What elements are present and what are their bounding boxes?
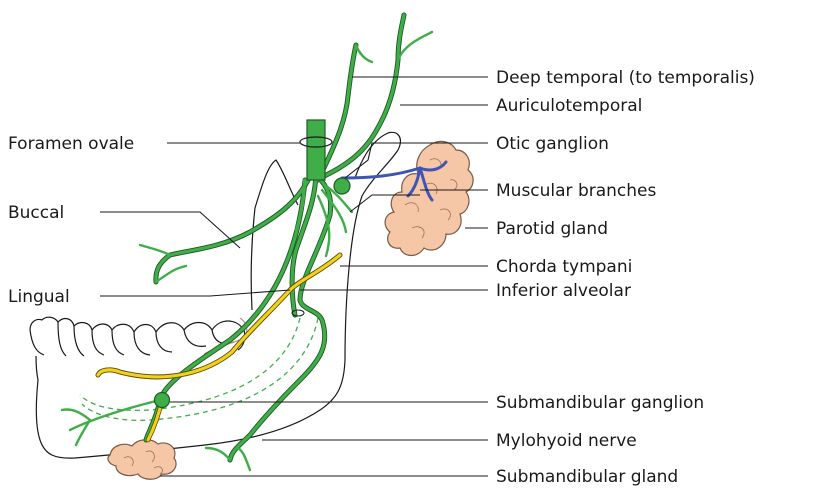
parotid-gland — [385, 141, 473, 255]
label-muscular-branches: Muscular branches — [496, 181, 657, 201]
label-submandibular-ganglion: Submandibular ganglion — [496, 393, 704, 413]
label-submandibular-gland: Submandibular gland — [496, 467, 678, 487]
label-auriculotemporal: Auriculotemporal — [496, 96, 642, 116]
label-parotid-gland: Parotid gland — [496, 219, 608, 239]
label-foramen-ovale: Foramen ovale — [8, 134, 134, 154]
labels: Foramen ovale Buccal Lingual Deep tempor… — [8, 68, 755, 487]
otic-ganglion-node — [334, 178, 350, 194]
label-mylohyoid-nerve: Mylohyoid nerve — [496, 431, 637, 451]
label-inferior-alveolar: Inferior alveolar — [496, 281, 631, 301]
label-deep-temporal: Deep temporal (to temporalis) — [496, 68, 755, 88]
label-otic-ganglion: Otic ganglion — [496, 134, 609, 154]
submandibular-ganglion-node — [155, 393, 170, 408]
label-buccal: Buccal — [8, 203, 64, 223]
submandibular-gland — [108, 440, 176, 480]
label-lingual: Lingual — [8, 287, 70, 307]
label-chorda-tympani: Chorda tympani — [496, 257, 632, 277]
